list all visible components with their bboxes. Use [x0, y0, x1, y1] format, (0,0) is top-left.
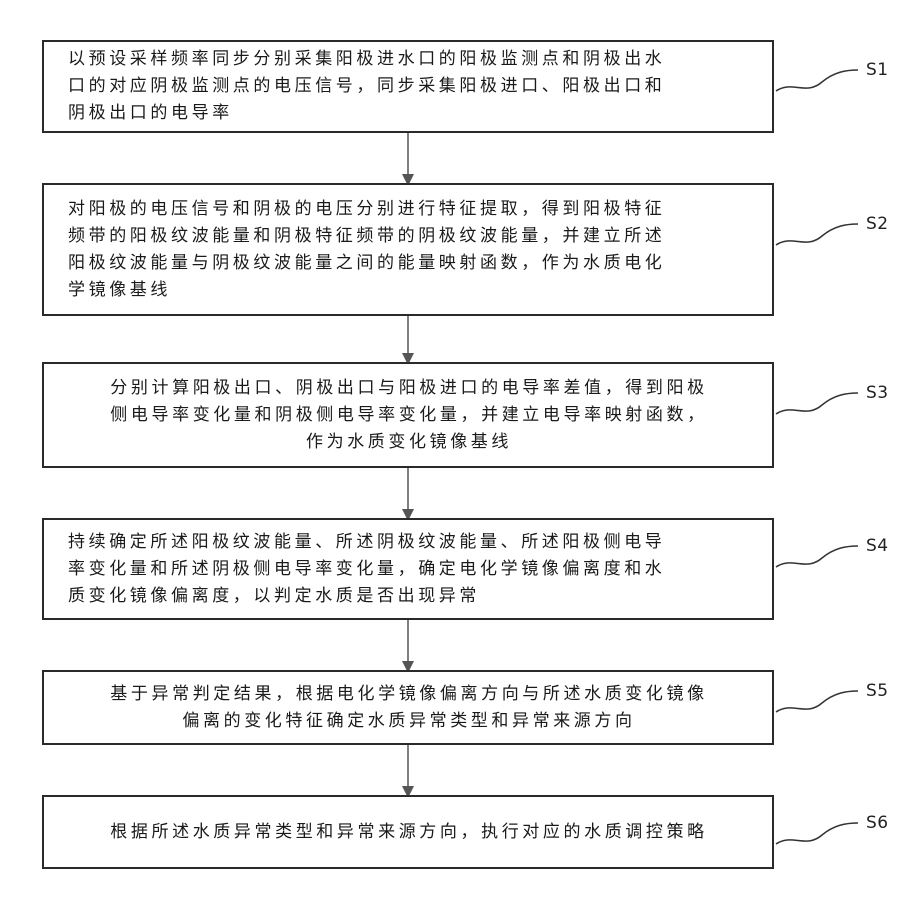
- step-box-s5: 基于异常判定结果，根据电化学镜像偏离方向与所述水质变化镜像 偏离的变化特征确定水…: [42, 670, 774, 745]
- step-label-s3: S3: [866, 383, 889, 403]
- step-text-s2: 对阳极的电压信号和阴极的电压分别进行特征提取，得到阳极特征 频带的阳极纹波能量和…: [68, 196, 750, 304]
- step-label-s5: S5: [866, 681, 889, 701]
- step-text-s1: 以预设采样频率同步分别采集阳极进水口的阳极监测点和阴极出水 口的对应阴极监测点的…: [68, 46, 750, 127]
- leader-s5: [776, 691, 858, 712]
- leader-s1: [776, 70, 858, 91]
- step-label-s2: S2: [866, 214, 889, 234]
- step-text-s4: 持续确定所述阳极纹波能量、所述阴极纹波能量、所述阳极侧电导 率变化量和所述阴极侧…: [68, 529, 750, 610]
- step-box-s6: 根据所述水质异常类型和异常来源方向，执行对应的水质调控策略: [42, 795, 774, 869]
- step-box-s1: 以预设采样频率同步分别采集阳极进水口的阳极监测点和阴极出水 口的对应阴极监测点的…: [42, 40, 774, 133]
- step-box-s4: 持续确定所述阳极纹波能量、所述阴极纹波能量、所述阳极侧电导 率变化量和所述阴极侧…: [42, 518, 774, 620]
- step-box-s3: 分别计算阳极出口、阴极出口与阳极进口的电导率差值，得到阳极 侧电导率变化量和阴极…: [42, 362, 774, 468]
- leader-s3: [776, 393, 858, 414]
- step-text-s6: 根据所述水质异常类型和异常来源方向，执行对应的水质调控策略: [68, 819, 750, 846]
- step-text-s5: 基于异常判定结果，根据电化学镜像偏离方向与所述水质变化镜像 偏离的变化特征确定水…: [68, 681, 750, 735]
- leader-s2: [776, 224, 858, 245]
- step-text-s3: 分别计算阳极出口、阴极出口与阳极进口的电导率差值，得到阳极 侧电导率变化量和阴极…: [68, 375, 750, 456]
- step-label-s1: S1: [866, 60, 889, 80]
- leader-s6: [776, 823, 858, 844]
- leader-s4: [776, 546, 858, 567]
- step-label-s4: S4: [866, 536, 889, 556]
- step-label-s6: S6: [866, 813, 889, 833]
- step-box-s2: 对阳极的电压信号和阴极的电压分别进行特征提取，得到阳极特征 频带的阳极纹波能量和…: [42, 183, 774, 316]
